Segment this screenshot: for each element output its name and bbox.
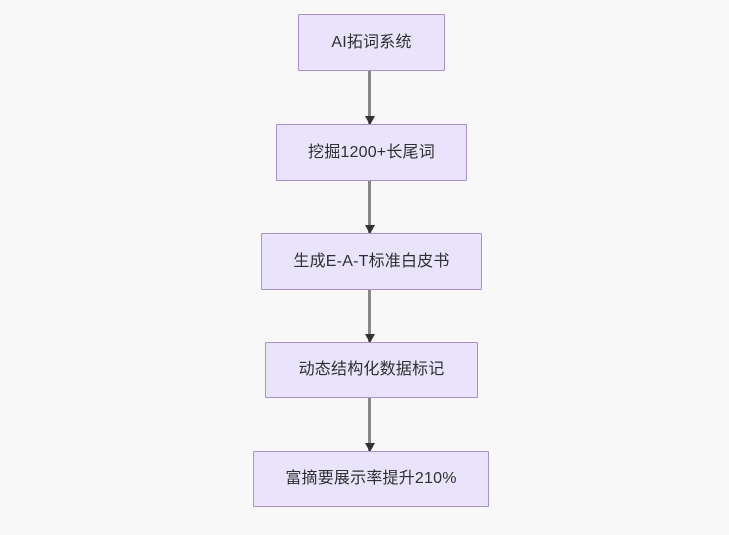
flowchart-node-n1[interactable]: AI拓词系统 (298, 14, 445, 71)
down-arrow-icon (364, 334, 375, 343)
down-arrow-icon (364, 443, 375, 452)
flowchart-node-label: 挖掘1200+长尾词 (308, 143, 435, 161)
flowchart-node-label: 生成E-A-T标准白皮书 (293, 252, 450, 270)
flowchart-node-n4[interactable]: 动态结构化数据标记 (265, 342, 478, 398)
flowchart-node-label: 动态结构化数据标记 (298, 361, 445, 378)
flowchart-node-n5[interactable]: 富摘要展示率提升210% (253, 451, 489, 507)
flowchart-node-n2[interactable]: 挖掘1200+长尾词 (276, 124, 467, 181)
edge-line (368, 290, 371, 342)
flowchart-edge-n2-n3 (364, 181, 375, 234)
edge-line (368, 71, 371, 124)
flowchart-edge-n4-n5 (364, 398, 375, 452)
edge-line (368, 398, 371, 451)
flowchart-node-label: 富摘要展示率提升210% (285, 470, 457, 487)
flowchart-node-label: AI拓词系统 (331, 33, 412, 51)
flowchart-edge-n3-n4 (364, 290, 375, 343)
flowchart-node-n3[interactable]: 生成E-A-T标准白皮书 (261, 233, 482, 290)
flowchart-edge-n1-n2 (364, 71, 375, 125)
down-arrow-icon (364, 225, 375, 234)
down-arrow-icon (364, 116, 375, 125)
edge-line (368, 181, 371, 233)
